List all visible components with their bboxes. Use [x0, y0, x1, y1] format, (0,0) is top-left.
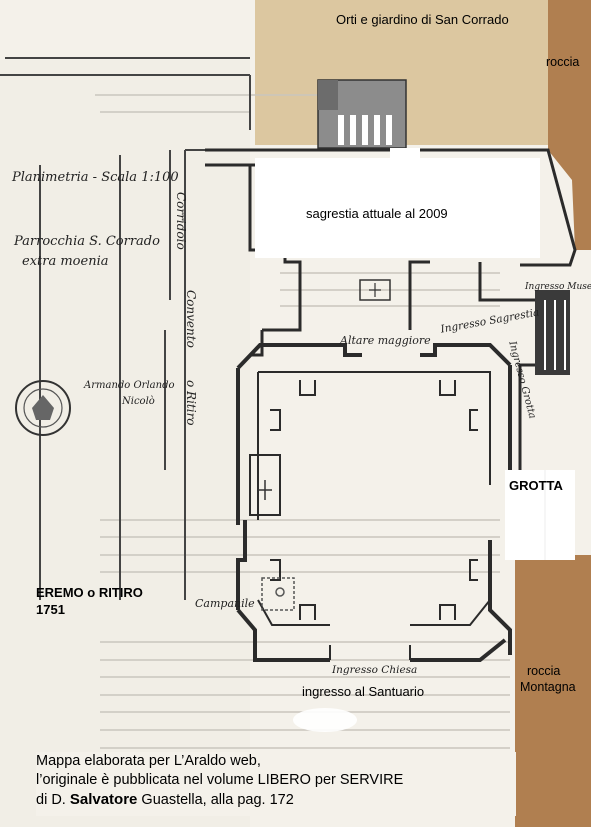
sagrestia-highlight — [255, 158, 540, 258]
handwritten-extra-moenia: extra moenia — [22, 254, 109, 269]
handwritten-ingresso-chiesa: Ingresso Chiesa — [332, 664, 418, 676]
caption-line-3-text: di D. — [36, 792, 70, 808]
handwritten-campanile: Campanile — [195, 597, 255, 610]
grotta-highlight — [505, 470, 575, 560]
caption-author-name: Salvatore — [69, 791, 138, 808]
label-orti-giardino: Orti e giardino di San Corrado — [336, 12, 509, 27]
handwritten-ritiro: o Ritiro — [184, 380, 198, 426]
handwritten-planimetria: Planimetria - Scala 1:100 — [12, 170, 179, 185]
caption-line-2-text: l’originale è pubblicata nel volume — [36, 772, 258, 788]
handwritten-stamp-note2: Nicolò — [122, 396, 155, 407]
label-roccia-bottom: roccia — [527, 664, 561, 678]
handwritten-parrocchia: Parrocchia S. Corrado — [14, 234, 160, 249]
label-eremo-ritiro: EREMO o RITIRO — [36, 585, 143, 600]
caption-line-3-rest: Guastella, alla pag. 172 — [137, 792, 294, 808]
label-sagrestia: sagrestia attuale al 2009 — [306, 206, 448, 221]
label-montagna: Montagna — [520, 680, 576, 694]
label-ingresso-santuario: ingresso al Santuario — [302, 684, 425, 699]
parish-stamp — [15, 380, 71, 436]
label-eremo-year: 1751 — [36, 602, 65, 617]
handwritten-stamp-note: Armando Orlando — [84, 380, 175, 391]
caption-line-3: di D. Salvatore Guastella, alla pag. 172 — [36, 790, 516, 810]
handwritten-altare-maggiore: Altare maggiore — [340, 334, 431, 347]
caption-line-1: Mappa elaborata per L’Araldo web, — [36, 753, 261, 769]
caption-block: Mappa elaborata per L’Araldo web, l’orig… — [36, 752, 516, 816]
handwritten-ingresso-museo: Ingresso Museo — [525, 282, 591, 292]
handwritten-corridoio: Corridoio — [174, 192, 188, 250]
rock-area-bottom — [515, 555, 591, 827]
rock-area-top — [548, 0, 591, 250]
handwritten-convento: Convento — [184, 290, 198, 348]
label-grotta: GROTTA — [509, 478, 563, 493]
label-roccia-top: roccia — [546, 55, 580, 69]
caption-book-title: LIBERO per SERVIRE — [257, 772, 404, 788]
caption-line-2: l’originale è pubblicata nel volume LIBE… — [36, 771, 516, 790]
